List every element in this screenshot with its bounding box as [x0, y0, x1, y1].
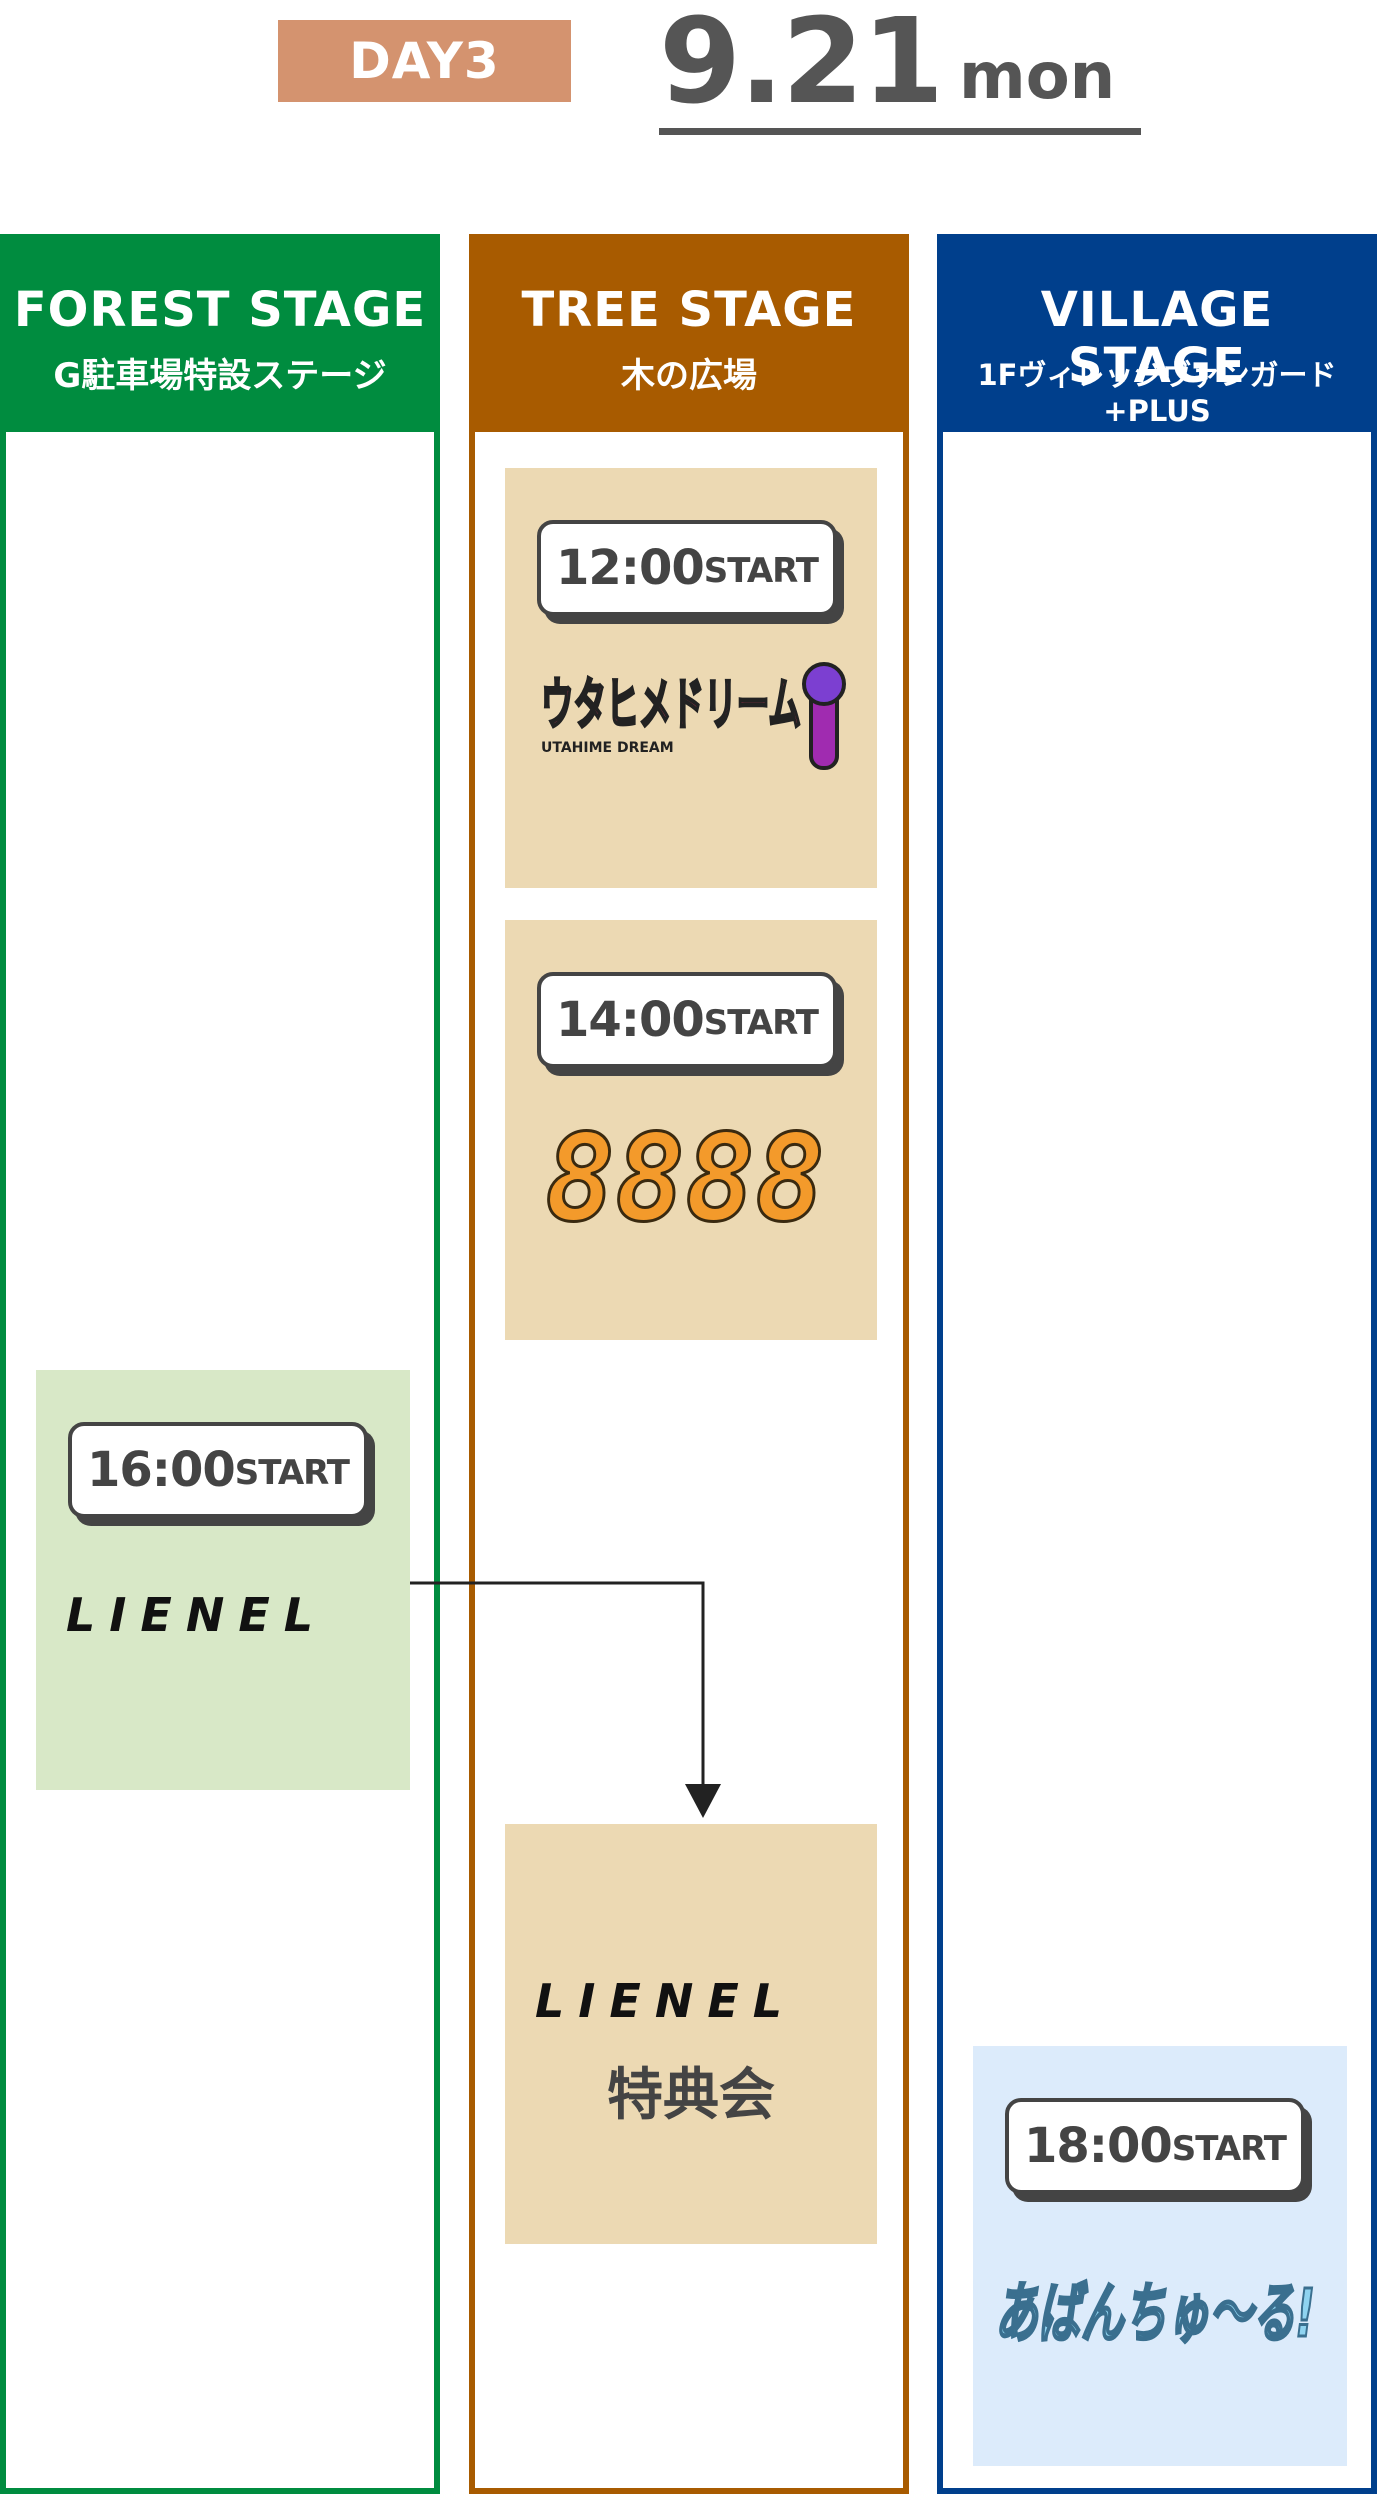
- time-value: 18:00: [1024, 2118, 1173, 2174]
- mic-head: [802, 662, 846, 706]
- lienel-logo: LIENEL: [535, 1974, 797, 2028]
- connector-line: [410, 1581, 705, 1795]
- village-stage-title: VILLAGE STAGE: [1040, 282, 1274, 394]
- date-text: 9.21: [659, 0, 944, 130]
- time-value: 12:00: [556, 540, 705, 596]
- forest-stage-title: FOREST STAGE: [13, 282, 427, 338]
- forest-stage-header: FOREST STAGE G駐車場特設ステージ: [6, 240, 434, 432]
- weekday-text: mon: [959, 40, 1116, 114]
- date-underline: [659, 128, 1141, 135]
- segment-logo: 8888: [545, 1120, 827, 1240]
- segment-text: 8888: [545, 1120, 825, 1240]
- connector-arrowhead: [685, 1784, 721, 1818]
- lienel-logo: LIENEL: [66, 1588, 328, 1642]
- utahime-text: ウタヒメドリーム: [541, 673, 801, 738]
- tree-stage-title: TREE STAGE: [521, 282, 857, 338]
- village-stage-subtitle: 1Fヴィレッジヴァンガード+PLUS: [977, 358, 1337, 428]
- day-badge: DAY3: [278, 20, 571, 102]
- tree-stage-subtitle: 木の広場: [621, 356, 757, 396]
- date-header: 9.21 mon: [659, 0, 1141, 140]
- tokuten-label: 特典会: [607, 2063, 775, 2128]
- time-start: START: [703, 1003, 819, 1043]
- tree-stage-header: TREE STAGE 木の広場: [475, 240, 903, 432]
- time-value: 16:00: [87, 1442, 236, 1498]
- utahime-sub: UTAHIME DREAM: [541, 740, 674, 756]
- forest-stage-subtitle: G駐車場特設ステージ: [53, 356, 387, 396]
- time-start: START: [234, 1453, 350, 1493]
- time-start: START: [703, 551, 819, 591]
- avanchuru-text: あばんちゅ〜る!: [995, 2275, 1315, 2352]
- village-stage-header: VILLAGE STAGE 1Fヴィレッジヴァンガード+PLUS: [943, 240, 1371, 432]
- time-value: 14:00: [556, 992, 705, 1048]
- utahime-dream-logo: ウタヒメドリーム UTAHIME DREAM: [541, 662, 846, 770]
- avanchuru-logo: あばんちゅ〜る!: [995, 2274, 1317, 2354]
- time-start: START: [1171, 2129, 1287, 2169]
- tree-event-tokuten[interactable]: LIENEL 特典会: [505, 1824, 877, 2244]
